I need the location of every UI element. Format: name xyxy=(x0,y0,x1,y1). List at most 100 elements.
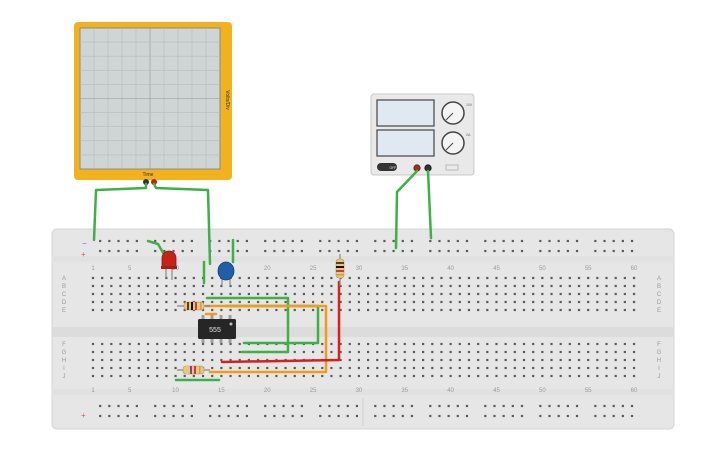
breadboard-hole[interactable] xyxy=(293,374,296,378)
rail-hole[interactable] xyxy=(612,404,615,408)
breadboard-hole[interactable] xyxy=(504,366,507,370)
rail-hole[interactable] xyxy=(99,249,102,253)
rail-hole[interactable] xyxy=(126,249,129,253)
breadboard-hole[interactable] xyxy=(587,276,590,280)
breadboard-hole[interactable] xyxy=(596,292,599,296)
breadboard-hole[interactable] xyxy=(577,308,581,312)
rail-hole[interactable] xyxy=(346,249,349,253)
rail-hole[interactable] xyxy=(539,414,542,418)
breadboard-hole[interactable] xyxy=(183,342,186,346)
rail-hole[interactable] xyxy=(264,239,267,243)
rail-hole[interactable] xyxy=(557,404,560,408)
breadboard-hole[interactable] xyxy=(330,342,333,346)
breadboard-hole[interactable] xyxy=(311,350,315,354)
breadboard-hole[interactable] xyxy=(449,374,452,378)
breadboard-hole[interactable] xyxy=(596,284,599,288)
breadboard-hole[interactable] xyxy=(522,284,526,288)
breadboard-hole[interactable] xyxy=(367,284,370,288)
breadboard-hole[interactable] xyxy=(284,300,287,304)
breadboard-hole[interactable] xyxy=(247,308,250,312)
breadboard-hole[interactable] xyxy=(174,276,177,280)
wire-threshold[interactable] xyxy=(205,296,290,354)
rail-hole[interactable] xyxy=(117,239,120,243)
breadboard-hole[interactable] xyxy=(192,276,195,280)
breadboard-hole[interactable] xyxy=(128,284,131,288)
breadboard-hole[interactable] xyxy=(284,292,287,296)
breadboard-hole[interactable] xyxy=(357,374,361,378)
rail-hole[interactable] xyxy=(484,249,487,253)
breadboard-hole[interactable] xyxy=(174,300,177,304)
capacitor[interactable] xyxy=(217,261,235,286)
rail-hole[interactable] xyxy=(108,249,111,253)
breadboard-hole[interactable] xyxy=(357,342,361,346)
breadboard-hole[interactable] xyxy=(495,366,498,370)
breadboard-hole[interactable] xyxy=(376,308,379,312)
breadboard-hole[interactable] xyxy=(422,342,425,346)
breadboard-hole[interactable] xyxy=(339,350,342,354)
breadboard-hole[interactable] xyxy=(422,358,425,362)
breadboard-hole[interactable] xyxy=(91,300,95,304)
breadboard-hole[interactable] xyxy=(403,308,406,312)
breadboard-hole[interactable] xyxy=(614,292,617,296)
breadboard-hole[interactable] xyxy=(339,292,342,296)
rail-hole[interactable] xyxy=(447,239,450,243)
breadboard-hole[interactable] xyxy=(101,308,104,312)
breadboard-hole[interactable] xyxy=(201,350,205,354)
breadboard-hole[interactable] xyxy=(614,342,617,346)
breadboard-hole[interactable] xyxy=(302,292,306,296)
breadboard-hole[interactable] xyxy=(229,292,232,296)
breadboard-hole[interactable] xyxy=(192,350,195,354)
rail-hole[interactable] xyxy=(154,249,157,253)
breadboard-hole[interactable] xyxy=(532,350,535,354)
resistor-vcc[interactable] xyxy=(335,254,345,286)
breadboard-hole[interactable] xyxy=(559,276,562,280)
breadboard-hole[interactable] xyxy=(577,358,581,362)
breadboard-hole[interactable] xyxy=(367,374,370,378)
rail-hole[interactable] xyxy=(621,414,624,418)
breadboard-hole[interactable] xyxy=(311,284,315,288)
breadboard-hole[interactable] xyxy=(101,350,104,354)
rail-hole[interactable] xyxy=(401,239,404,243)
breadboard-hole[interactable] xyxy=(532,276,535,280)
breadboard-hole[interactable] xyxy=(532,358,535,362)
breadboard-hole[interactable] xyxy=(376,292,379,296)
breadboard-hole[interactable] xyxy=(513,292,516,296)
breadboard-hole[interactable] xyxy=(91,374,95,378)
rail-hole[interactable] xyxy=(539,404,542,408)
breadboard-hole[interactable] xyxy=(128,358,131,362)
breadboard-hole[interactable] xyxy=(256,292,260,296)
rail-hole[interactable] xyxy=(328,239,331,243)
breadboard-hole[interactable] xyxy=(302,374,306,378)
rail-hole[interactable] xyxy=(557,414,560,418)
breadboard-hole[interactable] xyxy=(266,292,269,296)
breadboard-hole[interactable] xyxy=(330,308,333,312)
breadboard-hole[interactable] xyxy=(495,374,498,378)
rail-hole[interactable] xyxy=(291,249,294,253)
breadboard-hole[interactable] xyxy=(449,308,452,312)
breadboard-hole[interactable] xyxy=(513,276,516,280)
breadboard-hole[interactable] xyxy=(596,308,599,312)
breadboard-hole[interactable] xyxy=(339,342,342,346)
breadboard-hole[interactable] xyxy=(211,300,214,304)
rail-hole[interactable] xyxy=(493,414,496,418)
rail-hole[interactable] xyxy=(154,404,157,408)
breadboard-hole[interactable] xyxy=(247,374,250,378)
rail-hole[interactable] xyxy=(346,414,349,418)
rail-hole[interactable] xyxy=(355,239,359,243)
breadboard-hole[interactable] xyxy=(477,374,480,378)
breadboard-hole[interactable] xyxy=(165,300,168,304)
breadboard-hole[interactable] xyxy=(311,276,315,280)
breadboard-hole[interactable] xyxy=(394,358,397,362)
rail-hole[interactable] xyxy=(190,239,193,243)
breadboard-hole[interactable] xyxy=(128,342,131,346)
breadboard-hole[interactable] xyxy=(192,284,195,288)
breadboard-hole[interactable] xyxy=(192,374,195,378)
breadboard-hole[interactable] xyxy=(541,350,544,354)
breadboard-hole[interactable] xyxy=(559,374,562,378)
breadboard-hole[interactable] xyxy=(238,276,241,280)
rail-hole[interactable] xyxy=(245,239,248,243)
breadboard-hole[interactable] xyxy=(128,350,131,354)
breadboard-hole[interactable] xyxy=(211,342,214,346)
breadboard-hole[interactable] xyxy=(183,308,186,312)
breadboard-hole[interactable] xyxy=(559,350,562,354)
